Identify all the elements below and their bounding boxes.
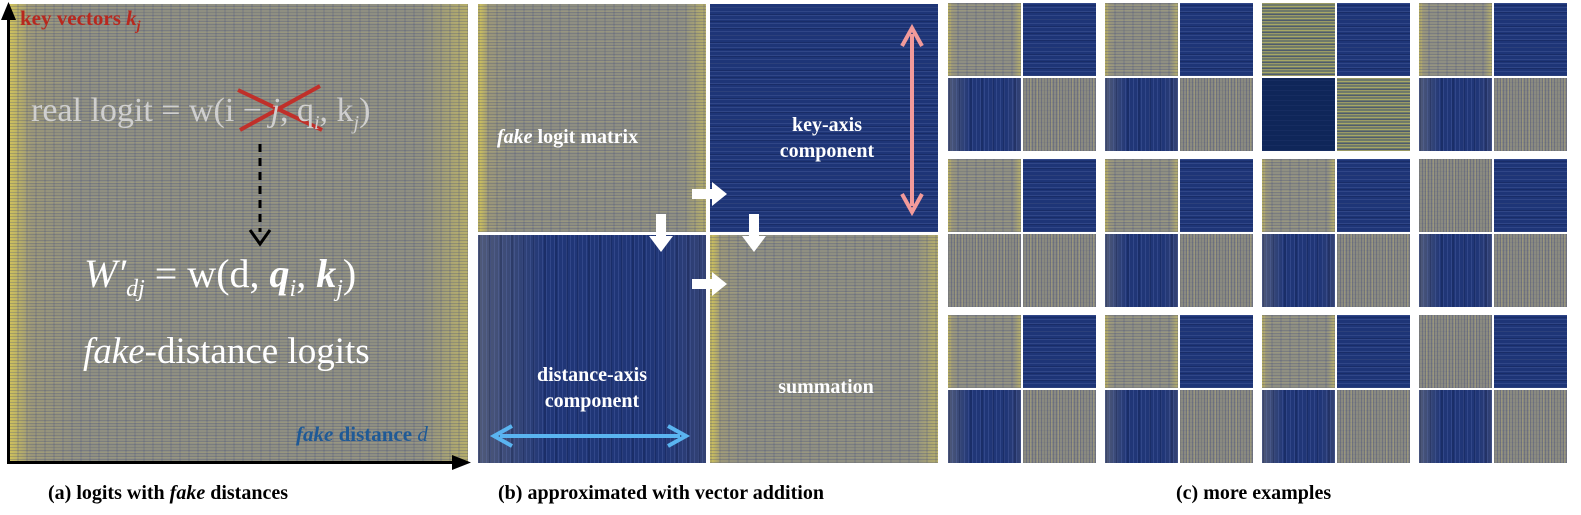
y-axis-line <box>7 14 10 464</box>
key-axis-arrowhead-bottom <box>900 193 924 217</box>
example-fake-logits-cell <box>948 315 1021 388</box>
x-axis-line <box>7 461 462 464</box>
caption-b: (b) approximated with vector addition <box>498 482 824 504</box>
fake-distance-logits-label: fake-distance logits <box>83 331 370 372</box>
example-fake-logits-cell <box>1105 3 1178 76</box>
example-fake-logits-cell <box>1105 315 1178 388</box>
fake-distance-formula: W′dj = w(d, qi, kj) <box>84 251 357 302</box>
more-examples-grid <box>948 3 1567 463</box>
example-key-axis-cell <box>1023 3 1096 76</box>
example-distance-axis-cell <box>1262 390 1335 463</box>
dashed-down-arrowhead <box>248 229 272 247</box>
example-summation-cell <box>1180 390 1253 463</box>
example-key-axis-cell <box>1337 159 1410 232</box>
key-vectors-axis-label: key vectors kj <box>20 6 141 35</box>
example-key-axis-cell <box>1180 315 1253 388</box>
example-distance-axis-cell <box>948 234 1021 307</box>
y-axis-arrowhead <box>1 2 16 20</box>
example-key-axis-cell <box>1337 315 1410 388</box>
example-fake-logits-cell <box>1419 315 1492 388</box>
distance-axis-arrowhead-right <box>667 424 691 448</box>
example-summation-cell <box>1494 78 1567 151</box>
distance-axis-arrowhead-left <box>489 424 513 448</box>
example-distance-axis-cell <box>1262 78 1335 151</box>
example-fake-logits-cell <box>1262 159 1335 232</box>
summation-quadrant <box>710 235 938 463</box>
real-logit-formula: real logit = w(i − j, qi, kj) <box>31 92 371 134</box>
example-group <box>1105 159 1253 307</box>
example-distance-axis-cell <box>1419 234 1492 307</box>
example-group <box>948 315 1096 463</box>
example-summation-cell <box>1494 234 1567 307</box>
example-key-axis-cell <box>1337 3 1410 76</box>
example-group <box>1105 315 1253 463</box>
arrow-down-right <box>742 214 766 252</box>
example-fake-logits-cell <box>1262 315 1335 388</box>
summation-label: summation <box>778 376 874 398</box>
example-summation-cell <box>1023 390 1096 463</box>
example-fake-logits-cell <box>1105 159 1178 232</box>
example-key-axis-cell <box>1494 159 1567 232</box>
arrow-right-top <box>692 182 727 206</box>
caption-c: (c) more examples <box>1176 482 1332 504</box>
key-axis-component-quadrant <box>710 4 938 232</box>
cross-out-line-2 <box>239 84 321 132</box>
example-group <box>1262 315 1410 463</box>
example-group <box>948 159 1096 307</box>
x-axis-arrowhead <box>452 455 471 470</box>
fake-distance-axis-label: fake distance d <box>296 422 428 446</box>
example-distance-axis-cell <box>1419 390 1492 463</box>
distance-axis-component-quadrant <box>478 235 706 463</box>
example-fake-logits-cell <box>948 159 1021 232</box>
example-group <box>1105 3 1253 151</box>
arrow-right-bottom <box>692 272 727 296</box>
example-group <box>948 3 1096 151</box>
example-group <box>1419 315 1567 463</box>
example-key-axis-cell <box>1494 3 1567 76</box>
example-group <box>1419 159 1567 307</box>
example-key-axis-cell <box>1023 315 1096 388</box>
example-summation-cell <box>1337 234 1410 307</box>
example-group <box>1419 3 1567 151</box>
example-summation-cell <box>1337 390 1410 463</box>
fake-logit-matrix-label: fake logit matrix <box>497 126 639 148</box>
example-summation-cell <box>1494 390 1567 463</box>
example-distance-axis-cell <box>948 78 1021 151</box>
example-distance-axis-cell <box>1419 78 1492 151</box>
vector-addition-diagram <box>478 4 938 463</box>
example-summation-cell <box>1023 78 1096 151</box>
example-fake-logits-cell <box>1419 159 1492 232</box>
example-summation-cell <box>1337 78 1410 151</box>
example-summation-cell <box>1023 234 1096 307</box>
example-key-axis-cell <box>1494 315 1567 388</box>
example-summation-cell <box>1180 78 1253 151</box>
example-distance-axis-cell <box>1105 390 1178 463</box>
example-distance-axis-cell <box>948 390 1021 463</box>
example-group <box>1262 3 1410 151</box>
example-summation-cell <box>1180 234 1253 307</box>
example-group <box>1262 159 1410 307</box>
example-fake-logits-cell <box>1419 3 1492 76</box>
example-key-axis-cell <box>1180 159 1253 232</box>
caption-a: (a) logits with fake distances <box>48 482 289 504</box>
example-key-axis-cell <box>1180 3 1253 76</box>
example-fake-logits-cell <box>1262 3 1335 76</box>
arrow-down-left <box>649 214 673 252</box>
fake-logit-matrix-quadrant <box>478 4 706 232</box>
key-axis-arrowhead-top <box>900 23 924 47</box>
example-distance-axis-cell <box>1105 78 1178 151</box>
example-fake-logits-cell <box>948 3 1021 76</box>
fake-distance-logit-heatmap <box>8 4 468 463</box>
example-distance-axis-cell <box>1262 234 1335 307</box>
example-distance-axis-cell <box>1105 234 1178 307</box>
example-key-axis-cell <box>1023 159 1096 232</box>
